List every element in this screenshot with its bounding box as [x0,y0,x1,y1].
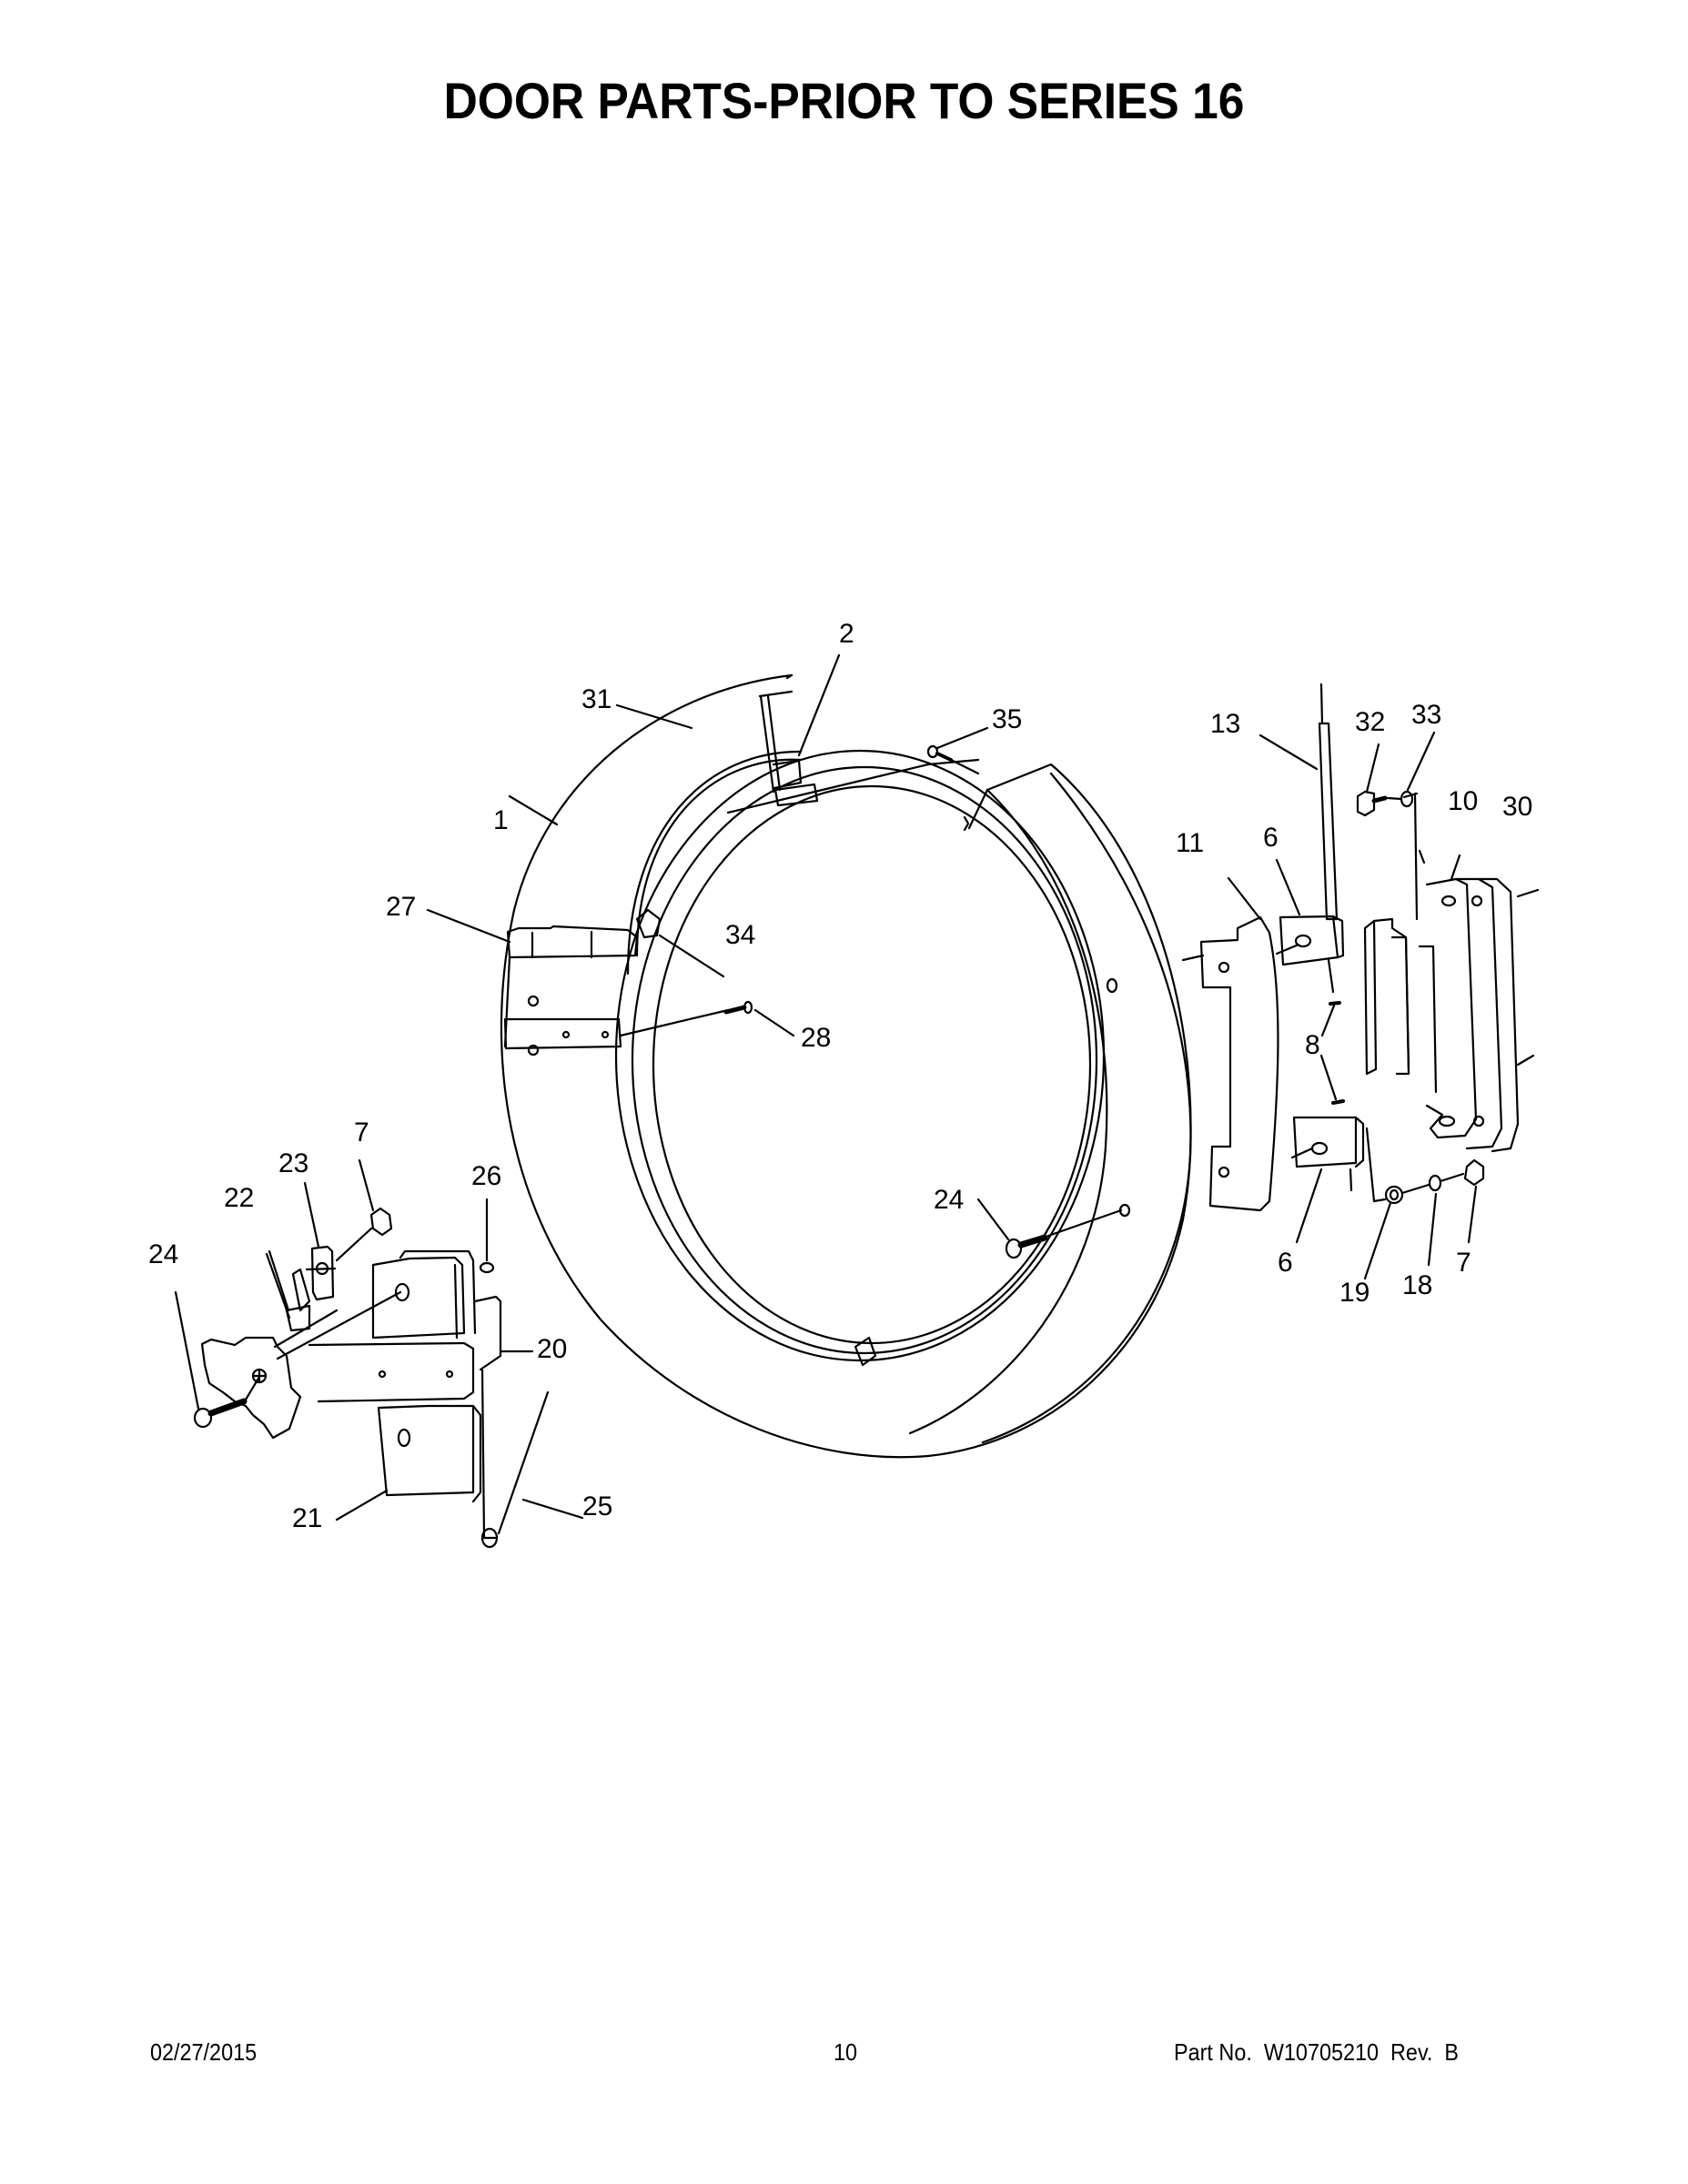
door-outer-ring [500,673,1192,1459]
callout-7-right: 7 [1456,1248,1471,1278]
callout-19: 19 [1339,1278,1370,1308]
callout-25: 25 [582,1491,612,1522]
part-34-block [635,908,662,939]
callout-1: 1 [493,805,509,835]
callout-8: 8 [1305,1030,1320,1060]
footer-page-number: 10 [834,2038,858,2066]
part-24-center-screw [976,1198,1123,1259]
part-28-screw [619,1000,795,1037]
part-13-rod [1258,682,1339,994]
part-6-upper-block [1275,858,1345,966]
callout-23: 23 [278,1148,308,1178]
part-6-lower-block [1290,1116,1365,1244]
leader-lines [426,653,841,978]
part-2-clip [758,690,819,807]
callout-13: 13 [1210,709,1240,739]
callout-33: 33 [1411,700,1441,730]
callout-27: 27 [386,892,416,922]
footer-part-number: Part No. W10705210 Rev. B [1174,2038,1460,2066]
callout-6-lower: 6 [1278,1248,1293,1278]
part-19-18-7-washers-nut [1363,1127,1485,1280]
callout-7-left: 7 [354,1117,369,1148]
callout-31: 31 [581,684,612,714]
left-hinge-assembly [174,1158,584,1549]
callout-22: 22 [224,1183,254,1213]
callout-35: 35 [992,704,1022,734]
door-window-rings [614,749,1106,1367]
callout-24-left: 24 [148,1239,178,1269]
callout-21: 21 [292,1503,322,1533]
part-32-33-bolt-washer [1356,731,1436,817]
ring-hole-upper [1106,977,1118,994]
part-35-screw [926,726,989,775]
page-title: DOOR PARTS-PRIOR TO SERIES 16 [443,72,1245,129]
callout-28: 28 [801,1023,831,1053]
callout-24-center: 24 [934,1185,964,1215]
callout-labels: 1 2 31 27 34 35 28 24 13 11 6 32 33 10 3… [148,619,1532,1533]
lower-hinge-strap [503,995,622,1057]
callout-10: 10 [1448,786,1478,816]
footer-date: 02/27/2015 [150,2038,258,2066]
callout-18: 18 [1402,1270,1432,1300]
callout-11: 11 [1176,828,1204,858]
part-10-30-door-handle [1363,792,1540,1153]
part-11-bracket [1181,876,1279,1212]
callout-26: 26 [471,1161,501,1191]
callout-30: 30 [1502,792,1532,822]
callout-20: 20 [537,1334,567,1364]
callout-34: 34 [725,920,755,950]
callout-2: 2 [839,619,854,649]
callout-32: 32 [1355,707,1385,737]
part-8-clip [1319,1001,1345,1105]
callout-6-upper: 6 [1263,823,1279,853]
